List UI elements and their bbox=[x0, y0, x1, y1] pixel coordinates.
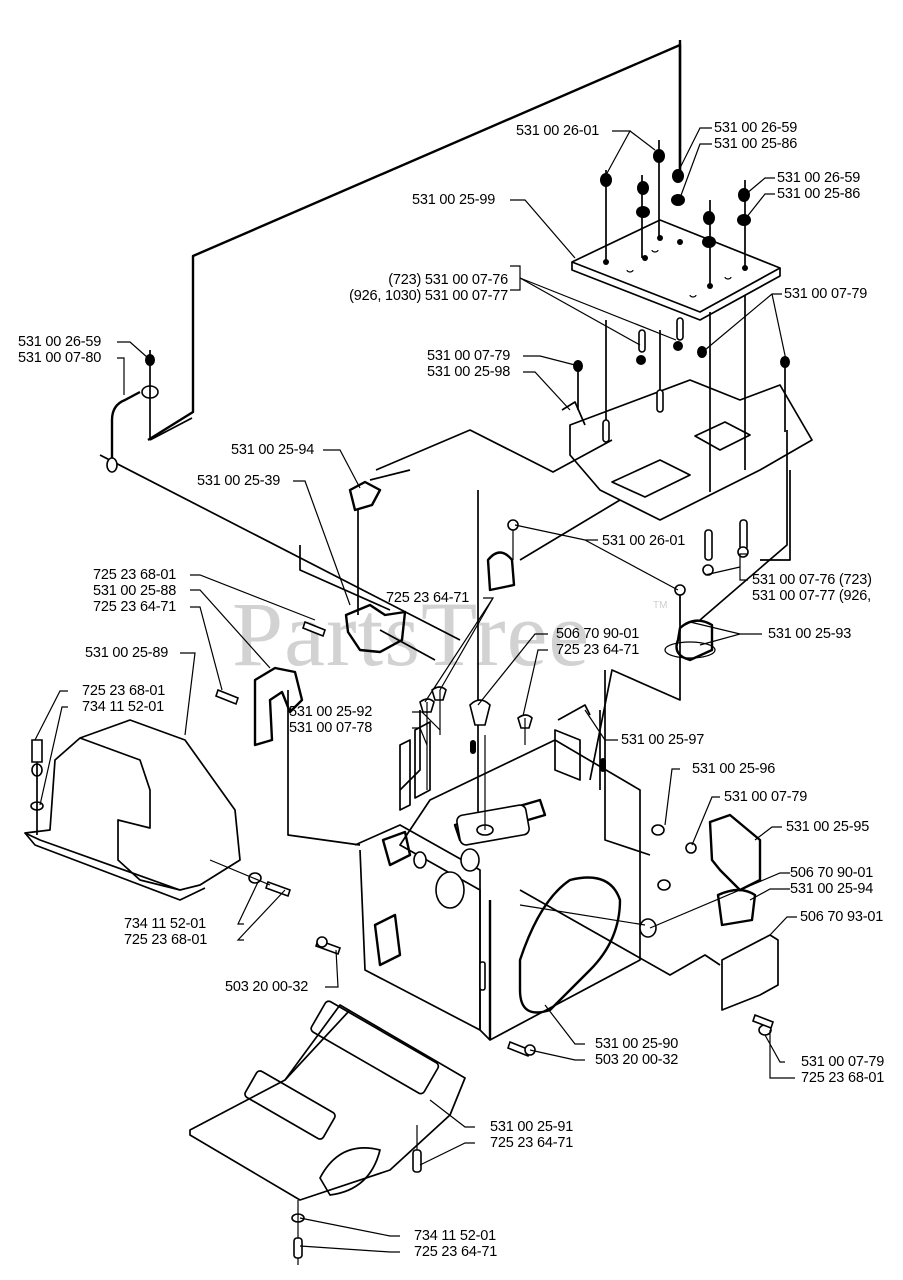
part-label-531-00-25-91: 531 00 25-91 bbox=[490, 1119, 574, 1135]
part-label-725-23-64-71-skid-b: 725 23 64-71 bbox=[414, 1244, 498, 1260]
frame-outline bbox=[99, 40, 791, 976]
part-label-734-11-52-01-skid: 734 11 52-01 bbox=[414, 1228, 496, 1244]
part-label-531-00-26-01-top: 531 00 26-01 bbox=[516, 123, 600, 139]
watermark: PartsTree bbox=[232, 583, 591, 685]
part-label-531-00-26-59-top: 531 00 26-59 bbox=[714, 120, 798, 136]
mount-25-93 bbox=[486, 519, 716, 662]
part-label-531-00-25-90: 531 00 25-90 bbox=[595, 1036, 679, 1052]
part-label-725-23-68-01-lower: 725 23 68-01 bbox=[124, 932, 208, 948]
cable-assembly bbox=[106, 350, 159, 473]
part-label-531-00-25-97: 531 00 25-97 bbox=[621, 732, 705, 748]
part-label-531-00-25-86-top: 531 00 25-86 bbox=[714, 136, 798, 152]
top-plate bbox=[571, 219, 781, 321]
part-label-506-70-90-01-right: 506 70 90-01 bbox=[790, 865, 874, 881]
upper-mount-bracket bbox=[302, 480, 436, 661]
part-label-725-23-64-71-a: 725 23 64-71 bbox=[93, 599, 177, 615]
part-label-531-00-26-59-cable: 531 00 26-59 bbox=[18, 334, 102, 350]
part-label-bolt-right-723: 531 00 07-76 (723) bbox=[752, 572, 872, 588]
part-label-531-00-26-59-right: 531 00 26-59 bbox=[777, 170, 861, 186]
part-label-bolt-right-926: 531 00 07-77 (926, bbox=[752, 588, 871, 604]
part-label-531-00-25-93: 531 00 25-93 bbox=[768, 626, 852, 642]
part-label-531-00-07-80: 531 00 07-80 bbox=[18, 350, 102, 366]
part-label-725-23-68-01-bottom: 725 23 68-01 bbox=[801, 1070, 885, 1086]
part-label-531-00-07-79-upper: 531 00 07-79 bbox=[784, 286, 868, 302]
skid-plate bbox=[189, 1000, 466, 1265]
part-label-531-00-25-88: 531 00 25-88 bbox=[93, 583, 177, 599]
part-label-531-00-07-79-right: 531 00 07-79 bbox=[724, 789, 808, 805]
part-label-734-11-52-01-cover: 734 11 52-01 bbox=[82, 699, 164, 715]
part-label-531-00-25-96: 531 00 25-96 bbox=[692, 761, 776, 777]
part-label-734-11-52-01-lower: 734 11 52-01 bbox=[124, 916, 206, 932]
part-label-bolt-723: (723) 531 00 07-76 bbox=[388, 272, 508, 288]
part-label-531-00-25-39: 531 00 25-39 bbox=[197, 473, 281, 489]
trademark-mark: TM bbox=[653, 600, 668, 611]
mounting-plate bbox=[561, 295, 813, 576]
part-label-531-00-07-79-bottom: 531 00 07-79 bbox=[801, 1054, 885, 1070]
part-label-531-00-25-92: 531 00 25-92 bbox=[289, 704, 373, 720]
lower-bolts bbox=[209, 859, 536, 1058]
part-label-531-00-26-01-mid: 531 00 26-01 bbox=[602, 533, 686, 549]
part-label-725-23-64-71-skid: 725 23 64-71 bbox=[490, 1135, 574, 1151]
part-label-531-00-25-89: 531 00 25-89 bbox=[85, 645, 169, 661]
part-label-531-00-25-94-right: 531 00 25-94 bbox=[790, 881, 874, 897]
bracket-25-88 bbox=[215, 666, 304, 747]
part-label-725-23-64-71-mid: 725 23 64-71 bbox=[386, 590, 470, 606]
part-label-503-20-00-32-left: 503 20 00-32 bbox=[225, 979, 309, 995]
part-label-531-00-25-99: 531 00 25-99 bbox=[412, 192, 496, 208]
part-label-531-00-25-95: 531 00 25-95 bbox=[786, 819, 870, 835]
side-cover bbox=[24, 719, 241, 901]
part-label-725-23-68-01-a: 725 23 68-01 bbox=[93, 567, 177, 583]
part-label-531-00-25-94: 531 00 25-94 bbox=[231, 442, 315, 458]
part-label-bolt-926: (926, 1030) 531 00 07-77 bbox=[349, 288, 508, 304]
leader-lines bbox=[34, 127, 797, 1253]
part-label-725-23-64-71-b: 725 23 64-71 bbox=[556, 642, 640, 658]
part-label-531-00-07-78: 531 00 07-78 bbox=[289, 720, 373, 736]
engine-frame bbox=[354, 490, 641, 1041]
top-studs bbox=[600, 140, 751, 286]
part-label-531-00-07-79-mid: 531 00 07-79 bbox=[427, 348, 511, 364]
part-label-531-00-25-98: 531 00 25-98 bbox=[427, 364, 511, 380]
part-label-503-20-00-32-right: 503 20 00-32 bbox=[595, 1052, 679, 1068]
part-label-531-00-25-86-right: 531 00 25-86 bbox=[777, 186, 861, 202]
part-label-725-23-68-01-cover: 725 23 68-01 bbox=[82, 683, 166, 699]
part-label-506-70-93-01: 506 70 93-01 bbox=[800, 909, 884, 925]
part-label-506-70-90-01: 506 70 90-01 bbox=[556, 626, 640, 642]
